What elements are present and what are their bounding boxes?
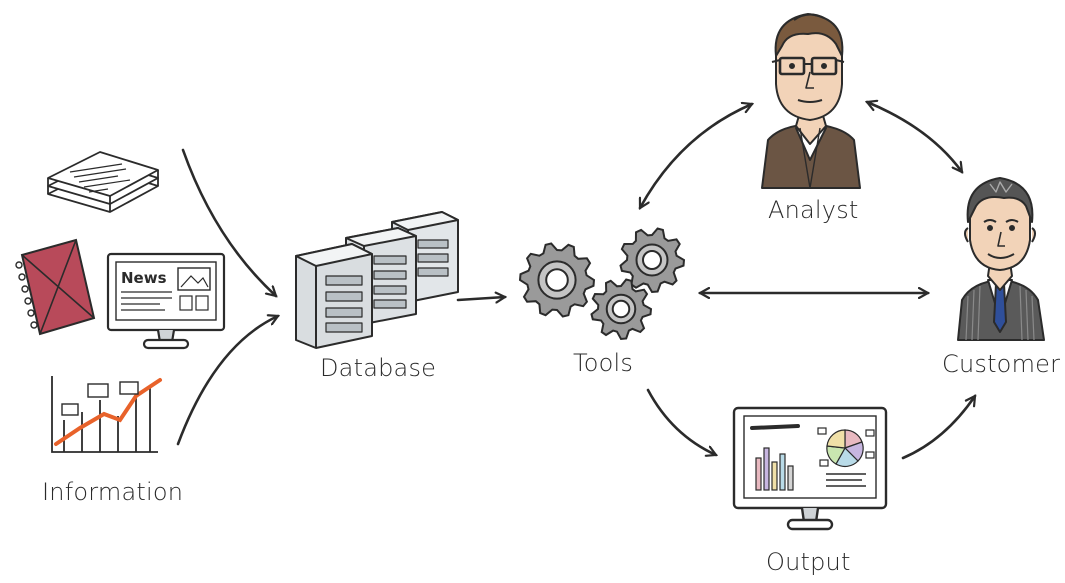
arrow-papers-to-database	[181, 148, 276, 296]
binder-icon	[15, 238, 96, 336]
paper-stack-icon	[47, 151, 159, 213]
database-servers-icon	[295, 211, 459, 349]
label-customer: Customer	[942, 350, 1061, 378]
gears-icon	[518, 227, 686, 341]
arrow-analyst-customer	[867, 102, 962, 172]
arrow-database-to-tools	[456, 297, 505, 300]
output-pie-chart	[826, 429, 864, 468]
label-output: Output	[766, 548, 851, 576]
arrow-information-to-database	[176, 316, 278, 446]
label-information: Information	[42, 478, 184, 506]
gear-large-icon	[518, 242, 596, 318]
arrow-tools-to-output	[646, 388, 716, 455]
output-monitor-icon	[732, 406, 888, 531]
news-headline: News	[121, 269, 167, 287]
line-chart-icon	[51, 376, 162, 453]
arrow-output-to-customer	[901, 396, 977, 460]
arrows	[176, 102, 977, 460]
label-tools: Tools	[573, 349, 634, 377]
label-analyst: Analyst	[768, 196, 859, 224]
news-monitor-icon: News	[106, 252, 226, 350]
label-database: Database	[320, 354, 437, 382]
customer-person	[957, 177, 1045, 341]
gear-lower-icon	[590, 278, 653, 341]
gear-upper-icon	[619, 227, 686, 294]
arrow-tools-analyst	[638, 104, 752, 208]
analyst-person	[761, 13, 861, 189]
